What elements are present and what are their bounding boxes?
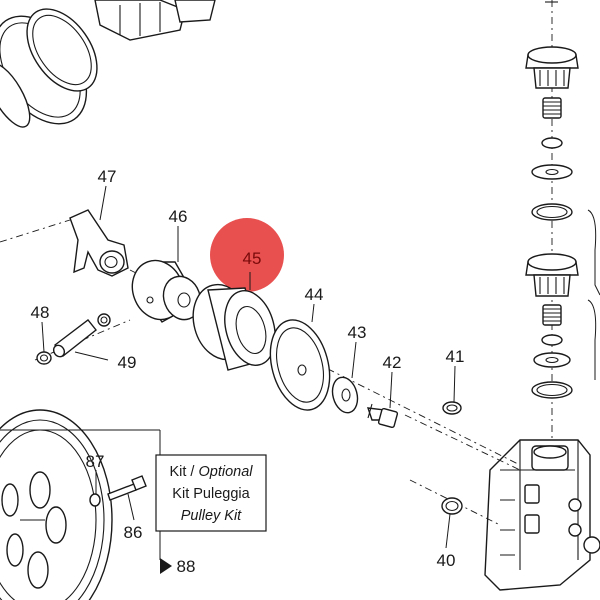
- part-49-pin: [52, 313, 111, 361]
- callout-48: 48: [31, 303, 50, 322]
- callout-45: 45: [243, 249, 262, 268]
- part-88-marker: [160, 558, 172, 574]
- part-87-washer: [89, 470, 101, 507]
- part-86-screw: [107, 475, 147, 521]
- part-41-oring: [442, 365, 462, 415]
- part-40-oring: [441, 497, 463, 549]
- callout-49: 49: [118, 353, 137, 372]
- part-48-ring: [36, 321, 52, 365]
- callout-41: 41: [446, 347, 465, 366]
- callout-86: 86: [124, 523, 143, 542]
- part-42-nipple: [366, 371, 399, 429]
- kit-label-line2: Kit Puleggia: [172, 486, 250, 502]
- callout-88: 88: [177, 557, 196, 576]
- pump-manifold: [484, 439, 600, 591]
- callout-43: 43: [348, 323, 367, 342]
- kit-label-line1: Kit / Optional: [169, 464, 253, 480]
- highlight-circle: [210, 218, 284, 292]
- part-43-washer: [331, 341, 359, 414]
- top-left-assembly: [0, 0, 216, 128]
- part-44-pulley: [269, 303, 331, 411]
- kit-label-line3: Pulley Kit: [181, 508, 242, 524]
- kit-box: Kit / Optional Kit Puleggia Pulley Kit: [0, 429, 267, 560]
- part-47-fork: [69, 185, 129, 277]
- callout-44: 44: [305, 285, 324, 304]
- callout-46: 46: [169, 207, 188, 226]
- callout-42: 42: [383, 353, 402, 372]
- callout-labels: 47 46 45 44 43 42 41 40 48 49 87 86 88: [31, 167, 465, 576]
- large-pulley: [0, 409, 113, 600]
- callout-87: 87: [86, 452, 105, 471]
- part-45-hub: [192, 218, 284, 371]
- arrow-right-icon: [160, 558, 172, 574]
- valve-stack: [525, 0, 600, 440]
- callout-47: 47: [98, 167, 117, 186]
- callout-40: 40: [437, 551, 456, 570]
- part-46-bushing: [131, 226, 202, 323]
